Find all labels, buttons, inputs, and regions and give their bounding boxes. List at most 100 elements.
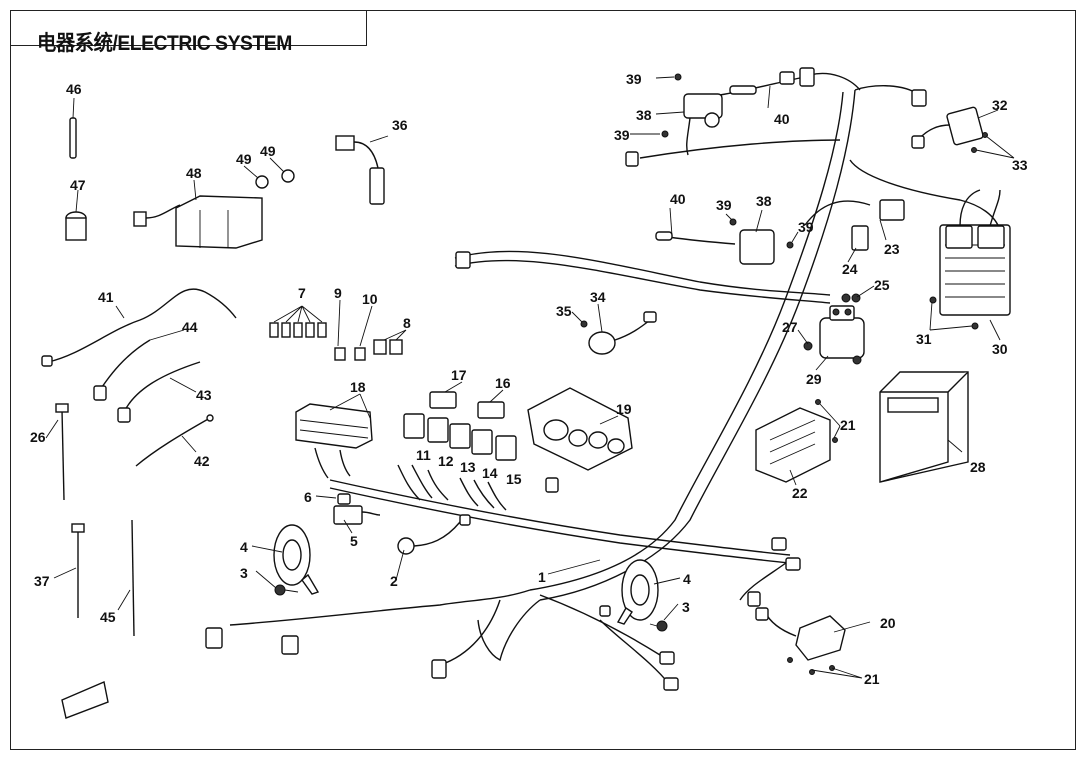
callout-37: 37 [34, 573, 50, 589]
part-2-switch[interactable] [397, 521, 461, 555]
diagram-frame [10, 10, 1076, 750]
callout-18: 18 [350, 379, 366, 395]
callout-21-upper: 21 [840, 417, 856, 433]
callout-32: 32 [992, 97, 1008, 113]
leader-lines [45, 76, 1015, 679]
part-49-caps[interactable] [255, 169, 295, 189]
callout-49-b: 49 [260, 143, 276, 159]
part-47-socket[interactable] [65, 211, 87, 241]
relays-8[interactable] [373, 339, 403, 355]
tilt-sensor[interactable] [755, 607, 846, 675]
callout-14: 14 [482, 465, 498, 481]
fuse-box[interactable] [295, 403, 373, 479]
callout-34: 34 [590, 289, 606, 305]
fwd-label [61, 681, 109, 719]
fuse-9[interactable] [334, 347, 346, 361]
main-wiring-harness[interactable] [205, 85, 1001, 691]
title-box: 电器系统/ELECTRIC SYSTEM [10, 10, 367, 55]
callout-6: 6 [304, 489, 312, 505]
screws-39 [661, 73, 794, 249]
callout-49-a: 49 [236, 151, 252, 167]
callout-10: 10 [362, 291, 378, 307]
part-5-sensor[interactable] [333, 505, 381, 525]
callout-39-c: 39 [716, 197, 732, 213]
starter-solenoid[interactable] [803, 293, 865, 365]
part-48-battery-pack[interactable] [133, 195, 263, 249]
callout-8: 8 [403, 315, 411, 331]
callout-42: 42 [194, 453, 210, 469]
callout-29: 29 [806, 371, 822, 387]
horn-left[interactable] [273, 524, 320, 595]
sensor-34[interactable] [580, 311, 657, 355]
callout-3-left: 3 [240, 565, 248, 581]
rectifier-32[interactable] [911, 106, 988, 153]
callout-41: 41 [98, 289, 114, 305]
fuses-7[interactable] [269, 322, 327, 338]
battery[interactable] [879, 371, 969, 483]
speed-sensor-upper[interactable] [683, 85, 757, 156]
voltage-regulator[interactable] [929, 189, 1011, 330]
callout-36: 36 [392, 117, 408, 133]
part-36-sensor[interactable] [335, 135, 385, 205]
ignition-switch-set[interactable] [527, 387, 633, 471]
callout-4-right: 4 [683, 571, 691, 587]
callout-26: 26 [30, 429, 46, 445]
callout-24: 24 [842, 261, 858, 277]
cable-41[interactable] [41, 288, 237, 367]
fuse-10[interactable] [354, 347, 366, 361]
callout-40-lower: 40 [670, 191, 686, 207]
callout-40-upper: 40 [774, 111, 790, 127]
part-6-cap[interactable] [337, 493, 351, 505]
callout-38-lower: 38 [756, 193, 772, 209]
callout-9: 9 [334, 285, 342, 301]
relay-24[interactable] [851, 225, 869, 251]
callout-16: 16 [495, 375, 511, 391]
callout-7: 7 [298, 285, 306, 301]
callout-45: 45 [100, 609, 116, 625]
part-46-bulb[interactable] [69, 117, 77, 159]
callout-44: 44 [182, 319, 198, 335]
cable-43[interactable] [117, 361, 201, 423]
cable-tie-45[interactable] [131, 519, 135, 637]
cable-42[interactable] [135, 414, 214, 467]
callout-12: 12 [438, 453, 454, 469]
callout-46: 46 [66, 81, 82, 97]
callout-labels: 1 2 3 3 4 4 5 6 7 8 9 10 11 12 13 14 15 … [30, 71, 1028, 687]
callout-3-right: 3 [682, 599, 690, 615]
upper-harness-branch [719, 67, 861, 96]
callout-39-d: 39 [798, 219, 814, 235]
cable-tie-26[interactable] [55, 403, 69, 501]
callout-48: 48 [186, 165, 202, 181]
callout-15: 15 [506, 471, 522, 487]
callout-39-b: 39 [614, 127, 630, 143]
callout-33: 33 [1012, 157, 1028, 173]
callout-25: 25 [874, 277, 890, 293]
callout-4-left: 4 [240, 539, 248, 555]
callout-21-lower: 21 [864, 671, 880, 687]
callout-23: 23 [884, 241, 900, 257]
callout-31: 31 [916, 331, 932, 347]
relay-23[interactable] [879, 199, 905, 221]
callout-1: 1 [538, 569, 546, 585]
bolt-3-left [274, 584, 299, 596]
callout-13: 13 [460, 459, 476, 475]
switch-pigtails [397, 464, 507, 511]
callout-43: 43 [196, 387, 212, 403]
cable-44[interactable] [93, 339, 151, 401]
callout-27: 27 [782, 319, 798, 335]
callout-22: 22 [792, 485, 808, 501]
callout-2: 2 [390, 573, 398, 589]
ecu-module[interactable] [755, 399, 838, 483]
horn-right[interactable] [616, 559, 659, 625]
switch-group[interactable] [403, 391, 517, 461]
callout-30: 30 [992, 341, 1008, 357]
callout-17: 17 [451, 367, 467, 383]
callout-28: 28 [970, 459, 986, 475]
callout-35: 35 [556, 303, 572, 319]
callout-11: 11 [416, 447, 431, 463]
speed-sensor-lower[interactable] [655, 229, 775, 265]
cable-tie-37[interactable] [71, 523, 85, 618]
page-title: 电器系统/ELECTRIC SYSTEM [37, 32, 292, 55]
callout-39-a: 39 [626, 71, 642, 87]
